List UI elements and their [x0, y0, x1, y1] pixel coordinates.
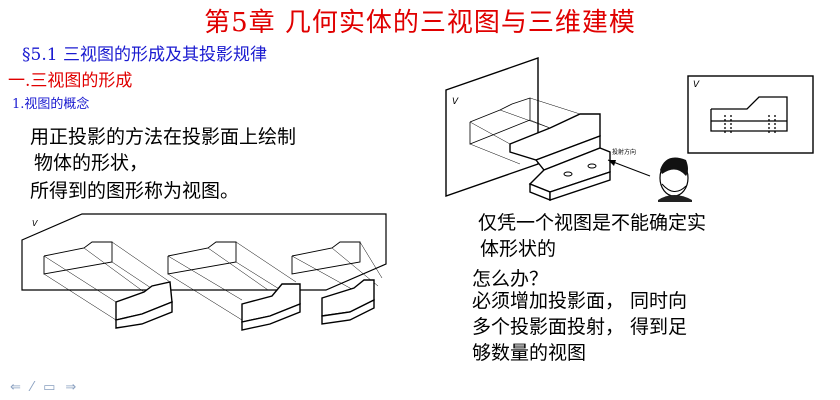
answer-text: 必须增加投影面， 同时向 多个投影面投射， 得到足 够数量的视图: [472, 288, 687, 366]
three-objects-figure: V: [21, 213, 387, 331]
slide-nav: ⇐ ⁄ ▭ ⇒: [10, 380, 76, 395]
definition-line-3: 所得到的图形称为视图。: [30, 180, 240, 202]
bottom-plane-label: V: [32, 219, 38, 228]
question-text: 仅凭一个视图是不能确定实 体形状的 怎么办？: [472, 210, 707, 292]
view-box-label: V: [693, 80, 700, 90]
viewer-figure: [658, 157, 692, 202]
view-direction-label: 投射方向: [612, 148, 636, 156]
answer-line-3: 够数量的视图: [472, 342, 587, 364]
front-view-drawing: [710, 96, 788, 135]
question-line-3: 怎么办？: [472, 268, 549, 290]
prev-slide-icon[interactable]: ⇐: [10, 380, 21, 395]
subsection-heading: 一.三视图的形成: [8, 71, 133, 91]
object-2: [167, 241, 301, 331]
answer-line-2: 多个投影面投射， 得到足: [472, 316, 688, 338]
plane-label: V: [452, 97, 459, 107]
next-slide-icon[interactable]: ⇒: [65, 380, 77, 395]
projection-figure: V 投射方向: [445, 57, 692, 202]
question-line-1: 仅凭一个视图是不能确定实: [478, 212, 707, 234]
section-heading: §5.1 三视图的形成及其投影规律: [22, 45, 267, 65]
definition-line-1: 用正投影的方法在投影面上绘制: [30, 126, 297, 148]
front-view-box: V: [687, 75, 814, 154]
object-3: [291, 241, 383, 325]
slide-title: 第5章 几何实体的三视图与三维建模: [204, 8, 636, 38]
definition-text: 用正投影的方法在投影面上绘制 物体的形状， 所得到的图形称为视图。: [30, 124, 296, 204]
projection-plane: [445, 57, 539, 197]
point-heading: 1.视图的概念: [12, 97, 90, 112]
definition-line-2: 物体的形状，: [34, 152, 149, 174]
answer-line-1: 必须增加投影面， 同时向: [472, 290, 688, 312]
bottom-plane: [21, 213, 387, 291]
bracket-object: [509, 113, 611, 202]
menu-icon[interactable]: ▭: [43, 380, 56, 395]
pen-icon[interactable]: ⁄: [30, 380, 34, 395]
question-line-2: 体形状的: [480, 238, 557, 260]
object-1: [43, 241, 173, 329]
